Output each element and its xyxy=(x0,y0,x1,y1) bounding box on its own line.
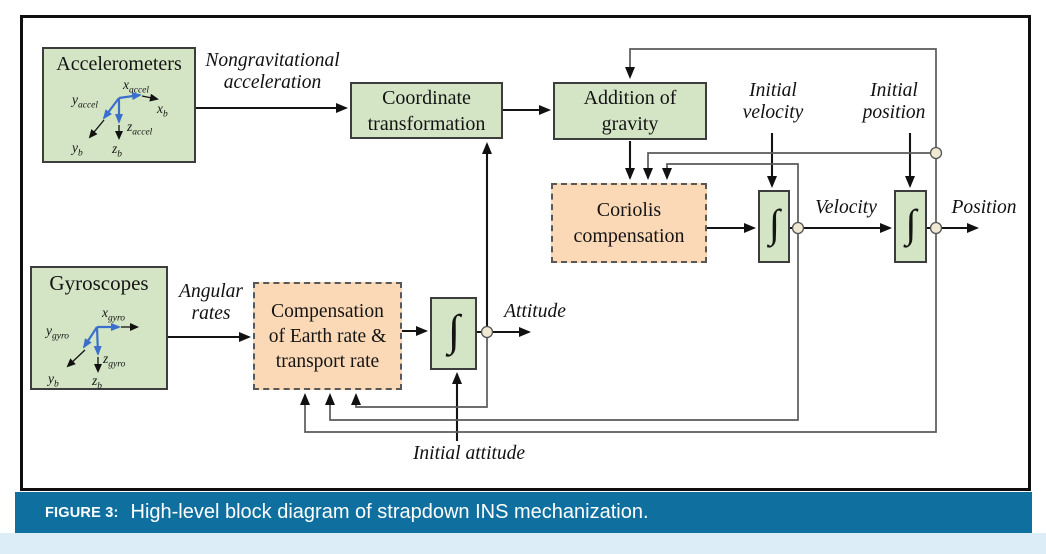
figure-caption-bar: FIGURE 3: High-level block diagram of st… xyxy=(15,492,1032,533)
coordinate-transformation-line1: Coordinate xyxy=(382,86,471,109)
gyro-zb-axis-label: zb xyxy=(92,373,103,392)
accelerometers-title: Accelerometers xyxy=(56,53,182,75)
coriolis-compensation-line1: Coriolis xyxy=(596,199,662,221)
velocity-label: Velocity xyxy=(815,197,877,218)
figure-caption-number: FIGURE 3: xyxy=(45,504,119,521)
angular-rates-label: Angular rates xyxy=(179,281,243,324)
wire-position-feedback-to-coriolis xyxy=(643,152,936,180)
figure-caption-text: High-level block diagram of strapdown IN… xyxy=(130,501,649,523)
gyroscopes-title: Gyroscopes xyxy=(49,271,149,295)
coriolis-compensation-block: Coriolis compensation xyxy=(551,183,707,263)
wire-attitude-feedback-to-earthrate xyxy=(351,332,488,408)
accel-axes-icon xyxy=(88,92,159,140)
wire-position-feedback-to-earthrate xyxy=(300,227,937,433)
velocity-integrator-symbol: ∫ xyxy=(768,200,780,246)
position-label: Position xyxy=(951,197,1017,218)
earth-rate-compensation-line1: Compensation xyxy=(271,300,384,322)
gyro-y-axis-label: ygyro xyxy=(46,323,70,342)
addition-of-gravity-line2: gravity xyxy=(601,113,659,135)
attitude-integrator-symbol: ∫ xyxy=(447,305,460,355)
gyro-axes-icon xyxy=(66,323,139,373)
wire-velocity-feedback-to-earthrate xyxy=(325,227,799,421)
addition-of-gravity-line1: Addition of xyxy=(583,87,677,109)
nongravitational-acceleration-label: Nongravitational acceleration xyxy=(205,50,340,93)
velocity-integrator-block: ∫ xyxy=(758,190,790,263)
gyro-z-axis-label: zgyro xyxy=(103,351,126,370)
node-position-upper-junction xyxy=(929,146,943,160)
accel-x-axis-label: xaccel xyxy=(123,77,150,96)
page-background-strip xyxy=(0,533,1046,554)
accel-z-axis-label: zaccel xyxy=(127,119,153,138)
node-attitude-junction xyxy=(480,325,494,339)
earth-rate-compensation-line2: of Earth rate & xyxy=(268,325,387,347)
node-velocity-junction xyxy=(791,221,805,235)
gyroscopes-block: Gyroscopes xgyro ygyro zgyro yb zb xyxy=(30,266,168,392)
attitude-integrator-block: ∫ xyxy=(430,297,477,370)
coordinate-transformation-block: Coordinate transformation xyxy=(350,82,503,139)
attitude-label: Attitude xyxy=(504,301,566,322)
diagram-border xyxy=(20,15,1031,491)
gyro-yb-axis-label: yb xyxy=(48,371,59,390)
wire-velocity-feedback-to-coriolis xyxy=(662,163,799,227)
accel-yb-axis-label: yb xyxy=(72,140,83,159)
accel-y-axis-label: yaccel xyxy=(72,92,99,111)
coordinate-transformation-line2: transformation xyxy=(367,112,486,135)
addition-of-gravity-block: Addition of gravity xyxy=(553,82,707,140)
gyro-x-axis-label: xgyro xyxy=(102,305,126,324)
accel-zb-axis-label: zb xyxy=(112,141,123,160)
accelerometers-block: Accelerometers xaccel yaccel zaccel xb y… xyxy=(42,47,196,163)
accel-xb-axis-label: xb xyxy=(157,101,168,120)
node-position-junction xyxy=(929,221,943,235)
position-integrator-block: ∫ xyxy=(894,190,927,263)
earth-rate-compensation-line3: transport rate xyxy=(275,350,380,372)
wire-position-feedback-to-gravity xyxy=(625,48,937,227)
initial-velocity-label: Initial velocity xyxy=(742,80,804,123)
initial-attitude-label: Initial attitude xyxy=(412,443,526,464)
coriolis-compensation-line2: compensation xyxy=(573,225,685,247)
initial-position-label: Initial position xyxy=(862,80,926,123)
position-integrator-symbol: ∫ xyxy=(905,200,916,246)
earth-rate-compensation-block: Compensation of Earth rate & transport r… xyxy=(253,282,402,390)
